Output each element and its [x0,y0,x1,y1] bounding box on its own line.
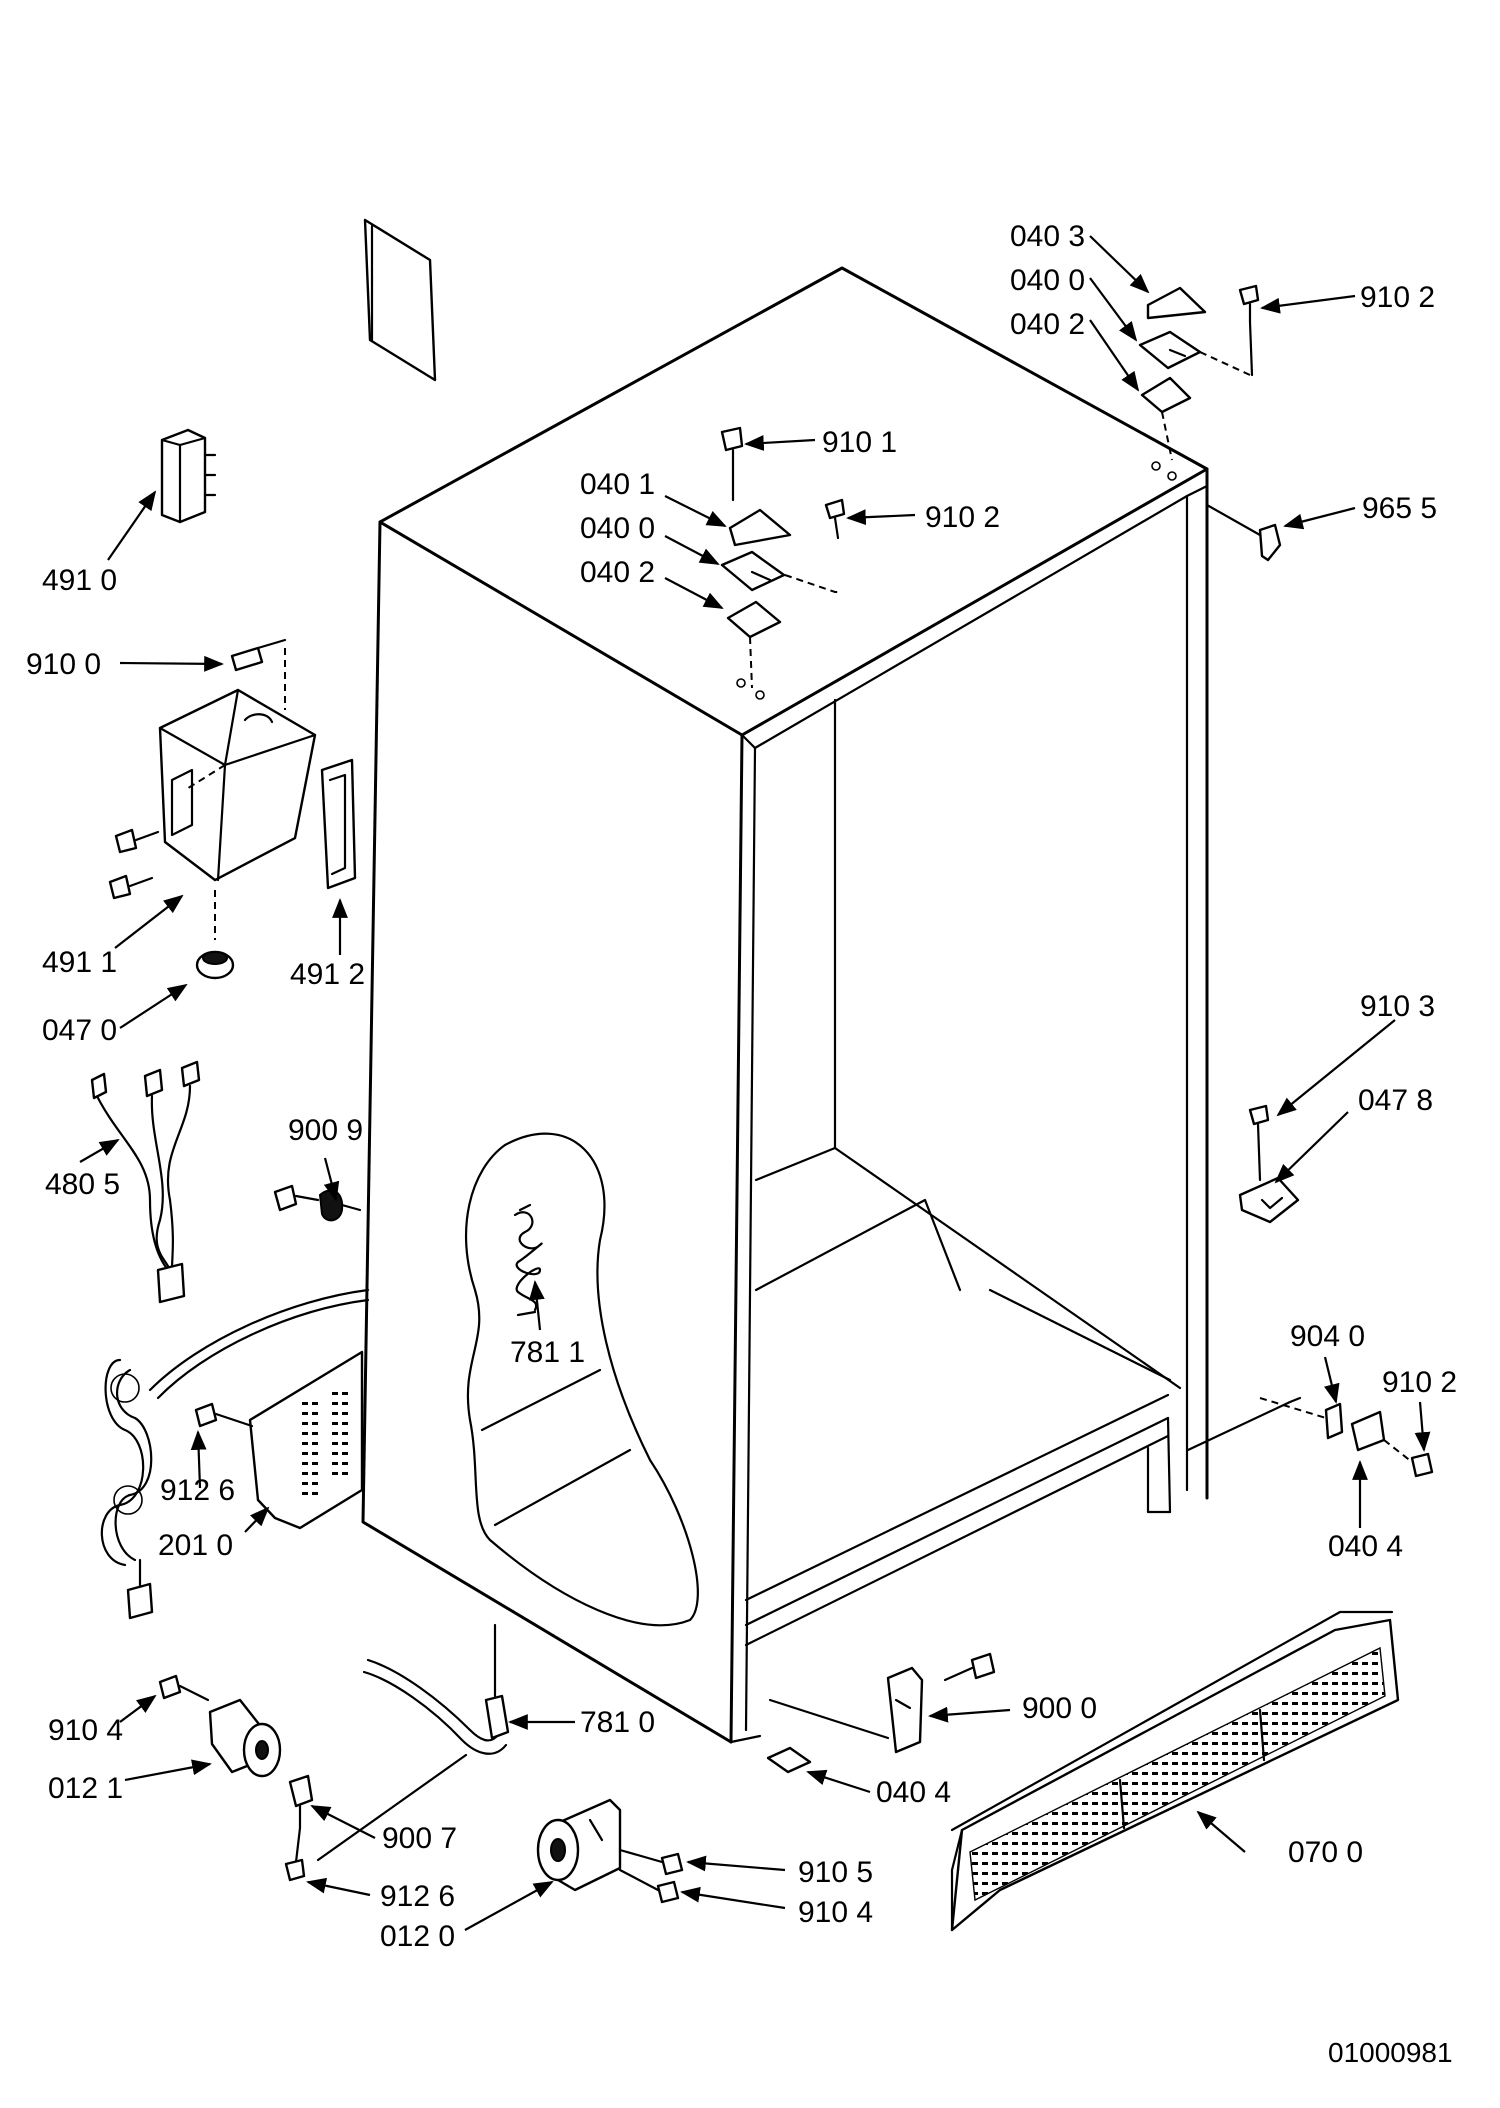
lower-hinge-middle [766,1652,996,1774]
label-040-3: 040 3 [1010,220,1085,253]
label-912-6-bottom: 912 6 [380,1880,455,1913]
label-040-2-top: 040 2 [1010,308,1085,341]
label-781-1: 781 1 [510,1336,585,1369]
wiring-harness-part [90,1060,201,1304]
label-910-2-mid: 910 2 [925,501,1000,534]
front-roller-left [158,1674,314,1882]
document-id: 01000981 [1328,2037,1453,2068]
label-904-0: 904 0 [1290,1320,1365,1353]
label-040-4-bottom: 040 4 [876,1776,951,1809]
label-480-5: 480 5 [45,1168,120,1201]
clip-965-5 [1205,503,1282,562]
side-panel-cutaway [464,1132,699,1627]
label-047-8: 047 8 [1358,1084,1433,1117]
label-910-2-right: 910 2 [1382,1366,1457,1399]
label-900-7: 900 7 [382,1822,457,1855]
label-491-0: 491 0 [42,564,117,597]
control-box-part [108,638,357,980]
part-labels: 040 3 040 0 040 2 910 2 910 1 040 1 040 … [26,220,1457,2068]
label-012-0: 012 0 [380,1920,455,1953]
label-040-4-right: 040 4 [1328,1530,1403,1563]
label-910-3: 910 3 [1360,990,1435,1023]
label-040-0-mid: 040 0 [580,512,655,545]
power-cord-part [100,1288,370,1620]
label-040-1: 040 1 [580,468,655,501]
top-hinge-right [1138,284,1260,461]
label-781-0: 781 0 [580,1706,655,1739]
label-965-5: 965 5 [1362,492,1437,525]
label-070-0: 070 0 [1288,1836,1363,1869]
label-900-0: 900 0 [1022,1692,1097,1725]
lower-hinge-right [1186,1396,1434,1478]
foot-bracket-right [1238,1104,1300,1224]
label-491-2: 491 2 [290,958,365,991]
label-910-2-top: 910 2 [1360,281,1435,314]
toe-grille-part [950,1610,1400,1932]
label-012-1: 012 1 [48,1772,123,1805]
label-910-4-left: 910 4 [48,1714,123,1747]
label-047-0: 047 0 [42,1014,117,1047]
label-201-0: 201 0 [158,1529,233,1562]
label-910-5: 910 5 [798,1856,873,1889]
document-card-part [363,218,437,382]
label-491-1: 491 1 [42,946,117,979]
label-910-4-bottom: 910 4 [798,1896,873,1929]
label-910-0: 910 0 [26,648,101,681]
cabinet-body [361,266,1209,1744]
label-900-9: 900 9 [288,1114,363,1147]
drain-tube-part [316,1623,510,1862]
label-910-1: 910 1 [822,426,897,459]
relay-block-part [160,428,217,524]
label-040-2-mid: 040 2 [580,556,655,589]
rear-roller [536,1798,684,1904]
label-912-6-left: 912 6 [160,1474,235,1507]
screw-clip-900-9 [273,1184,362,1222]
leader-lines [79,235,1431,1931]
spring-part [513,1203,543,1317]
top-hinge-middle [720,426,846,689]
label-040-0-top: 040 0 [1010,264,1085,297]
electrical-box-part [194,1350,364,1530]
